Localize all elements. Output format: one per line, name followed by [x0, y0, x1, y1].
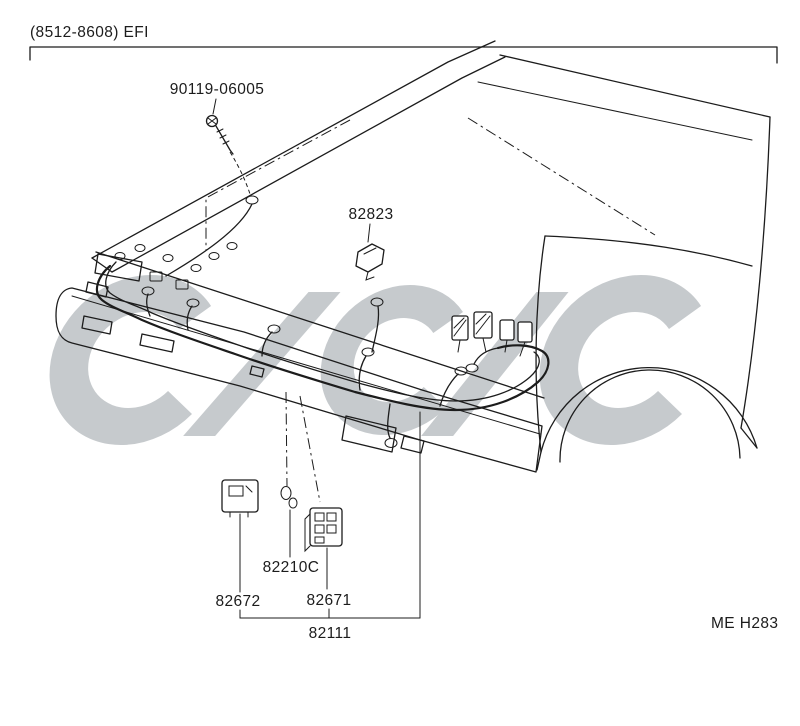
part-label-82210C: 82210C	[263, 559, 320, 576]
part-label-82671: 82671	[306, 592, 351, 609]
relay-box-icon	[221, 479, 259, 518]
engine-bay-details	[114, 242, 238, 290]
phantom-lines	[205, 117, 656, 503]
bolt-icon	[205, 114, 251, 195]
connector-block-icon	[355, 243, 385, 281]
junction-box-icon	[304, 507, 343, 553]
grommet-ring-icon	[280, 486, 298, 509]
drawing-code: ME H283	[711, 615, 778, 632]
front-bumper	[55, 287, 543, 473]
wiring-harness	[95, 195, 550, 448]
part-label-82672: 82672	[215, 593, 260, 610]
header-range-label: (8512-8608) EFI	[30, 24, 149, 41]
part-label-82823: 82823	[348, 206, 393, 223]
leader-lines	[212, 98, 421, 619]
part-label-82111: 82111	[309, 625, 352, 642]
header-frame	[29, 46, 778, 64]
part-label-90119-06005: 90119-06005	[170, 81, 265, 98]
